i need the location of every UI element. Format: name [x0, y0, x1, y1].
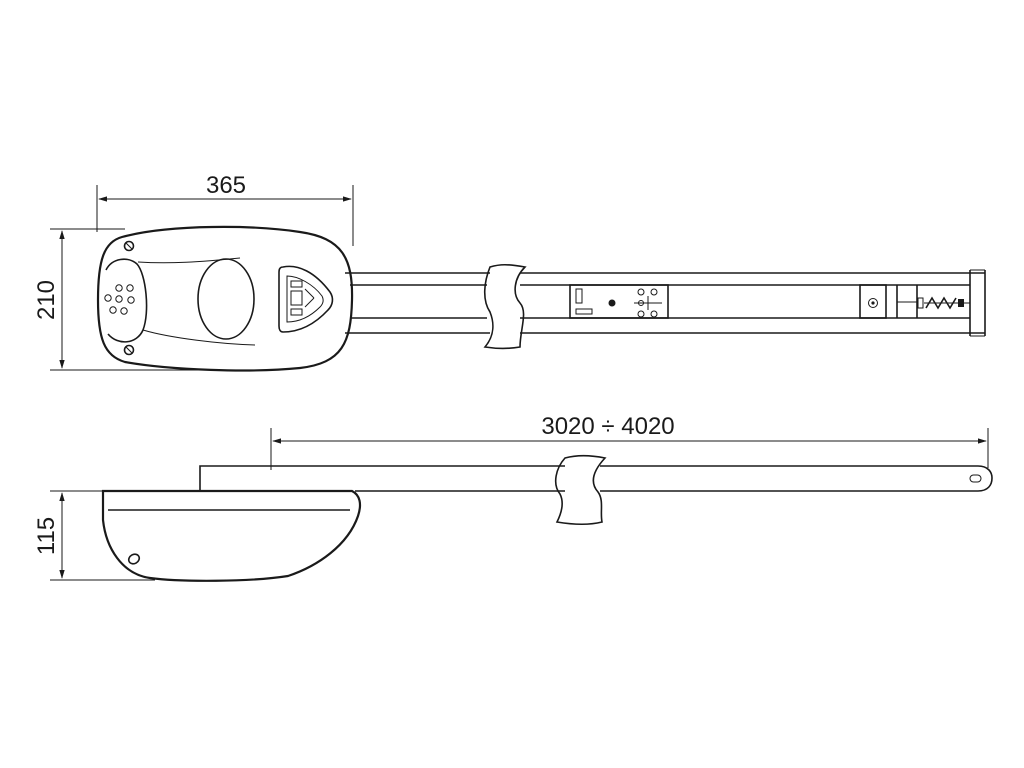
- side-screw-icon: [127, 553, 141, 565]
- motor-head-side-view: [101, 489, 362, 582]
- width-label: 365: [206, 172, 246, 199]
- motor-head-top-view: [96, 225, 354, 372]
- light-lens-icon: [197, 258, 255, 340]
- screw-icon: [123, 344, 135, 356]
- screw-icon: [123, 240, 135, 252]
- top-view: 365 210: [33, 172, 986, 372]
- rail-top-view: [345, 263, 986, 350]
- rail-break-symbol: [483, 263, 527, 350]
- rail-length-label: 3020 ÷ 4020: [541, 413, 674, 440]
- rail-break-symbol: [554, 454, 607, 526]
- trolley-carriage: [569, 284, 669, 319]
- dimension-width-365: 365: [96, 172, 354, 246]
- rail-side-view: [199, 454, 993, 526]
- dimension-rail-length: 3020 ÷ 4020: [270, 413, 989, 470]
- side-view: 3020 ÷ 4020 115: [33, 413, 993, 582]
- dimension-height-115: 115: [33, 490, 155, 581]
- control-panel-icon: [278, 265, 334, 333]
- height-label: 210: [33, 280, 60, 320]
- speaker-grille-icon: [104, 284, 135, 315]
- rail-end-slot: [969, 474, 982, 483]
- dimension-height-210: 210: [33, 228, 255, 371]
- side-height-label: 115: [33, 517, 60, 555]
- chain-tensioner: [859, 284, 970, 319]
